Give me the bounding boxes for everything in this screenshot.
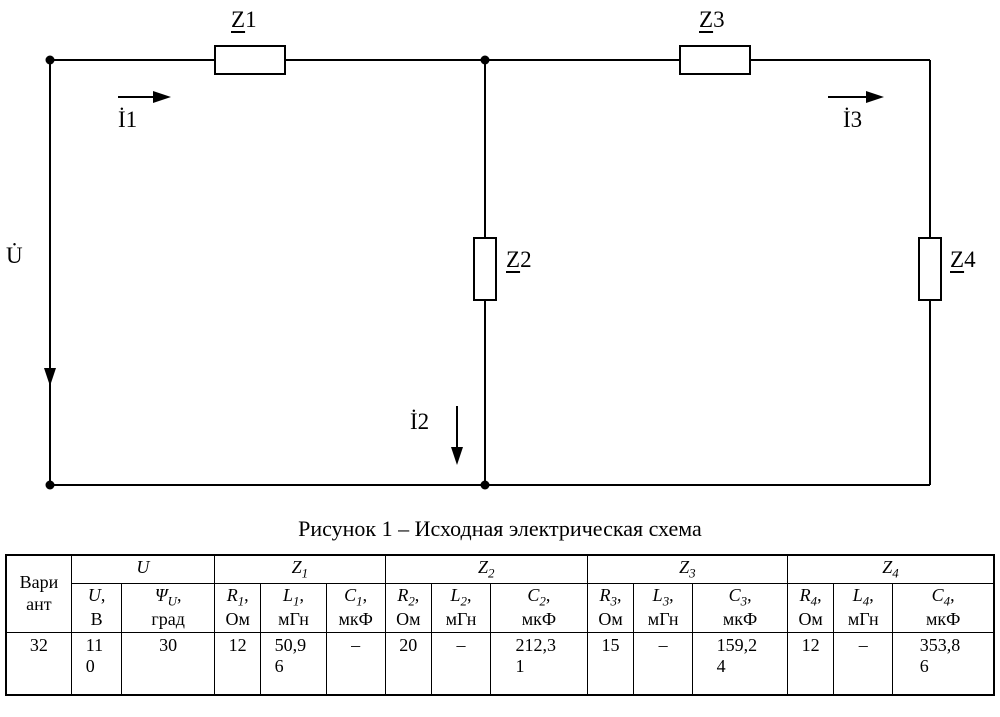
- td-u: 110: [70, 631, 123, 696]
- group-subscript: 2: [488, 565, 495, 581]
- figure-caption: Рисунок 1 – Исходная электрическая схема: [298, 516, 702, 541]
- z2-symbol: Z: [506, 247, 521, 272]
- z1-box: [214, 45, 286, 75]
- z1-index: 1: [245, 7, 257, 32]
- group-subscript: 1: [301, 565, 309, 581]
- z4-box: [918, 237, 942, 301]
- th-l4: L4,мГн: [833, 582, 894, 633]
- th-variant-line2: ант: [26, 593, 52, 614]
- th-variant: Вари ант: [5, 554, 72, 633]
- td-r3: 15: [586, 631, 635, 696]
- th-group-z1: Z1: [214, 554, 386, 584]
- z1-label: Z1: [231, 8, 257, 31]
- td-l3: –: [633, 631, 694, 696]
- th-r1: R1,Ом: [214, 582, 262, 633]
- node-bottom-left: [45, 480, 55, 490]
- z2-box: [473, 237, 497, 301]
- z4-symbol: Z: [950, 247, 965, 272]
- th-r4: R4,Ом: [786, 582, 835, 633]
- z4-label: Z4: [950, 248, 976, 271]
- group-subscript: 3: [689, 565, 696, 581]
- z2-index: 2: [520, 247, 532, 272]
- td-l1: 50,96: [260, 631, 327, 696]
- node-top-left: [45, 55, 55, 65]
- th-l3: L3,мГн: [633, 582, 694, 633]
- th-l1: L1,мГн: [260, 582, 327, 633]
- node-bottom-middle: [480, 480, 490, 490]
- table-row: 32 110 30 12 50,96 – 20 – 212,31 15 – 15…: [5, 631, 995, 696]
- th-c3: C3,мкФ: [692, 582, 788, 633]
- group-symbol: U: [136, 557, 150, 577]
- th-c4: C4,мкФ: [892, 582, 995, 633]
- current-i2-label: İ2: [410, 409, 430, 434]
- td-l4: –: [833, 631, 894, 696]
- td-variant: 32: [5, 631, 72, 696]
- z3-label: Z3: [699, 8, 725, 31]
- circuit-svg: [44, 45, 942, 490]
- z2-label: Z2: [506, 248, 532, 271]
- th-u: U,В: [70, 582, 123, 633]
- th-group-z3: Z3: [586, 554, 788, 584]
- i1-arrow-head: [153, 91, 171, 103]
- td-psi-u: 30: [121, 631, 216, 696]
- i2-arrow-head: [451, 447, 463, 465]
- group-symbol: Z: [882, 557, 893, 577]
- current-i1-label: İ1: [118, 107, 138, 132]
- group-symbol: Z: [679, 557, 690, 577]
- th-l2: L2,мГн: [430, 582, 491, 633]
- voltage-arrow-head: [44, 368, 56, 386]
- z3-box: [679, 45, 751, 75]
- th-r3: R3,Ом: [586, 582, 635, 633]
- group-symbol: Z: [291, 557, 302, 577]
- td-r2: 20: [384, 631, 432, 696]
- node-top-middle: [480, 55, 490, 65]
- th-variant-line1: Вари: [19, 572, 59, 593]
- td-r4: 12: [786, 631, 835, 696]
- th-c2: C2,мкФ: [489, 582, 588, 633]
- group-symbol: Z: [478, 557, 489, 577]
- td-l2: –: [430, 631, 491, 696]
- z3-symbol: Z: [699, 7, 714, 32]
- group-subscript: 4: [892, 565, 899, 581]
- td-c4: 353,86: [892, 631, 995, 696]
- th-group-z4: Z4: [786, 554, 995, 584]
- th-r2: R2,Ом: [384, 582, 432, 633]
- z1-symbol: Z: [231, 7, 246, 32]
- parameters-table: Вари ант U Z1 Z2 Z3 Z4 U,В ΨU,град R1,Ом…: [5, 554, 995, 696]
- td-c1: –: [325, 631, 386, 696]
- th-psi-u: ΨU,град: [121, 582, 216, 633]
- th-group-u: U: [70, 554, 216, 584]
- td-c3: 159,24: [692, 631, 788, 696]
- th-c1: C1,мкФ: [325, 582, 386, 633]
- td-c2: 212,31: [489, 631, 588, 696]
- voltage-label: U̇: [6, 243, 23, 268]
- z4-index: 4: [964, 247, 976, 272]
- td-r1: 12: [214, 631, 262, 696]
- th-group-z2: Z2: [384, 554, 588, 584]
- i3-arrow-head: [866, 91, 884, 103]
- z3-index: 3: [713, 7, 725, 32]
- circuit-diagram: Z1 Z3 Z2 Z4 İ1 İ3 İ2 U̇: [6, 8, 976, 490]
- current-i3-label: İ3: [843, 107, 863, 132]
